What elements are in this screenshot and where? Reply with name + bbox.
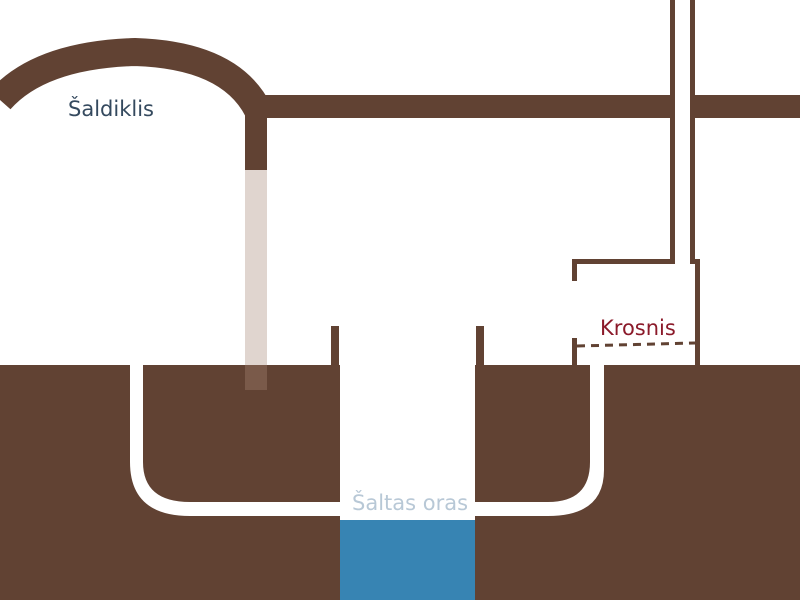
cold-water [340, 520, 475, 600]
top-beam-right [695, 95, 800, 118]
freezer-dome [0, 37, 271, 117]
furnace-wall-left [572, 259, 577, 281]
furnace-grate [576, 341, 696, 348]
furnace-wall-right [695, 259, 700, 365]
shaft-wall-right [476, 326, 484, 365]
freezer-label: Šaldiklis [68, 97, 154, 121]
shaft-wall-left [331, 326, 339, 365]
furnace-wall-left-lower [572, 338, 577, 365]
freezer-drop-pipe [245, 110, 267, 170]
chimney-wall-right [690, 0, 695, 263]
chimney-wall-left [670, 0, 675, 263]
top-beam [245, 95, 670, 118]
cold-air-label: Šaltas oras [352, 491, 469, 515]
furnace-top [572, 259, 675, 264]
cold-pipe-end [245, 365, 267, 390]
furnace-label: Krosnis [600, 316, 676, 340]
cold-pipe [245, 170, 267, 365]
